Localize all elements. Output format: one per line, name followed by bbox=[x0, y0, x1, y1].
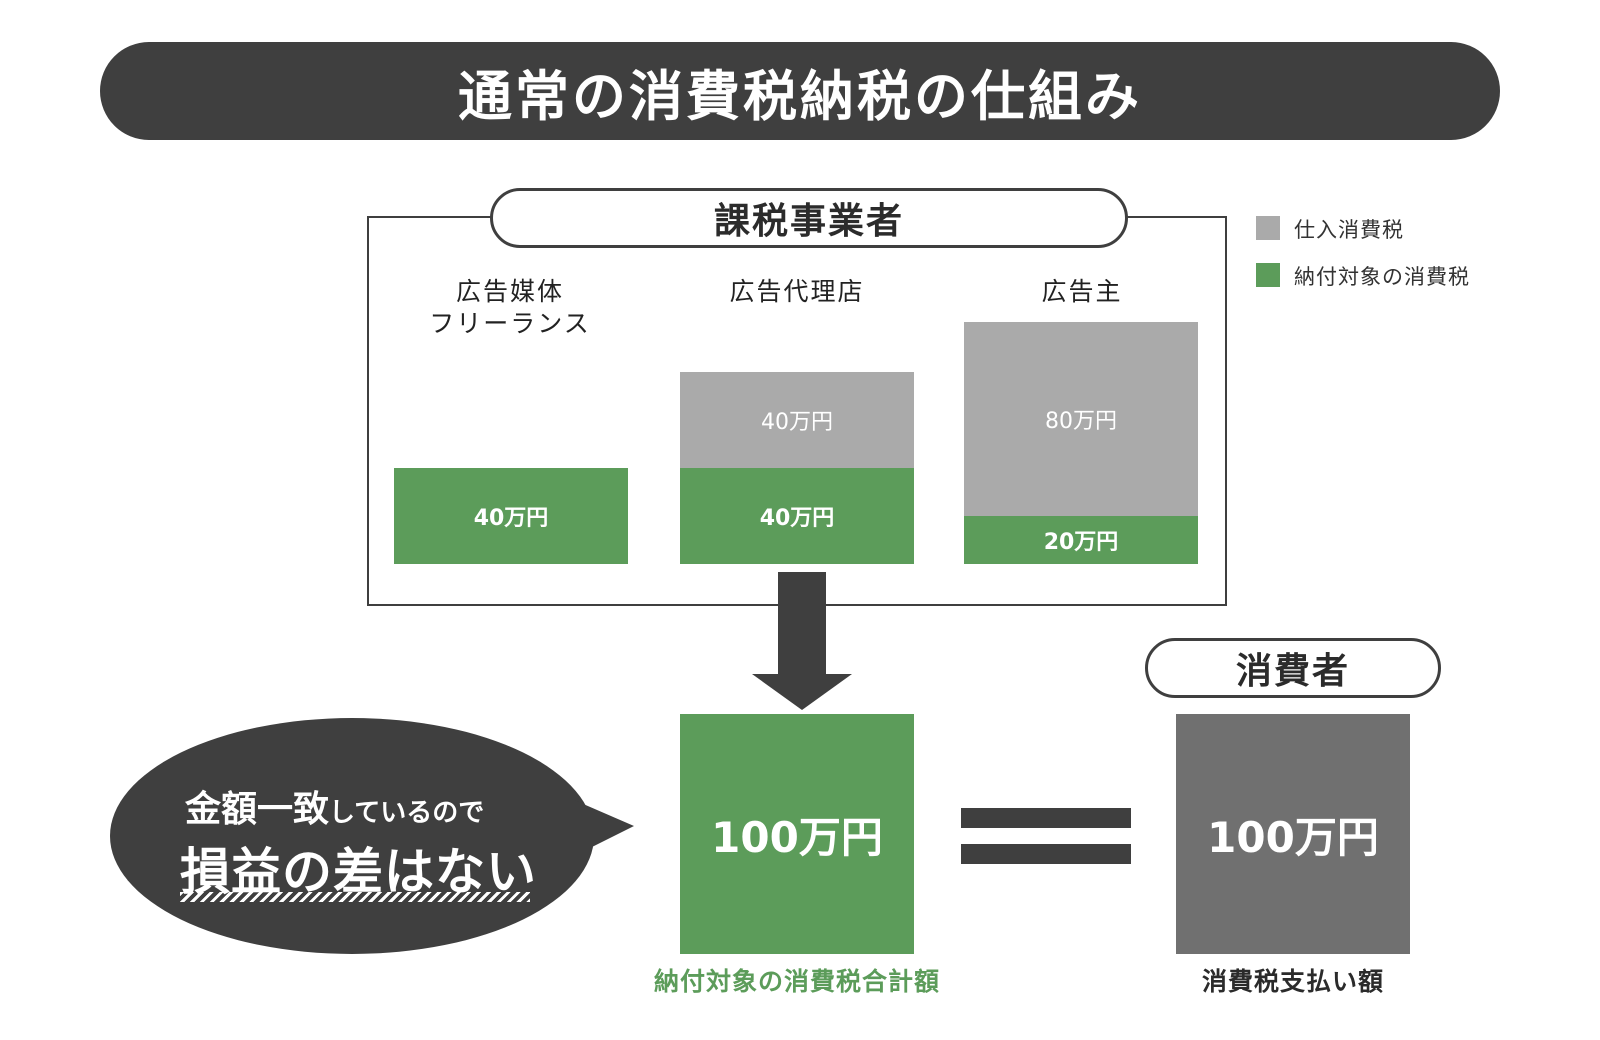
advertiser-green-label: 20万円 bbox=[1043, 530, 1119, 555]
business-header: 課税事業者 bbox=[490, 188, 1128, 248]
bubble-line1: 金額一致しているので bbox=[185, 780, 484, 832]
consumer-payment-amount: 100万円 bbox=[1207, 812, 1379, 862]
consumer-payment-caption: 消費税支払い額 bbox=[1201, 967, 1384, 996]
agency-gray-label: 40万円 bbox=[761, 410, 833, 435]
column-label-media-line2: フリーランス bbox=[429, 309, 591, 338]
column-label-agency-line1: 広告代理店 bbox=[729, 277, 865, 306]
advertiser-gray-bar: 80万円 bbox=[964, 322, 1198, 516]
column-label-agency: 広告代理店 bbox=[680, 276, 914, 308]
agency-green-bar: 40万円 bbox=[680, 468, 914, 564]
bubble-line1-bold: 金額一致 bbox=[185, 789, 330, 830]
consumer-header: 消費者 bbox=[1145, 638, 1441, 698]
column-label-media-line1: 広告媒体 bbox=[455, 277, 564, 306]
column-label-media: 広告媒体 フリーランス bbox=[392, 276, 628, 340]
advertiser-green-bar: 20万円 bbox=[964, 516, 1198, 564]
bubble-line2: 損益の差はない bbox=[180, 843, 537, 901]
title-bar: 通常の消費税納税の仕組み bbox=[100, 42, 1500, 140]
business-header-label: 課税事業者 bbox=[713, 201, 904, 242]
total-payable-caption: 納付対象の消費税合計額 bbox=[653, 967, 940, 996]
bubble-line1-rest: しているので bbox=[329, 798, 485, 828]
total-payable-box: 100万円 bbox=[680, 714, 914, 954]
agency-gray-bar: 40万円 bbox=[680, 372, 914, 468]
page-title: 通常の消費税納税の仕組み bbox=[458, 64, 1142, 128]
advertiser-gray-label: 80万円 bbox=[1045, 409, 1117, 434]
legend-label-payable-tax: 納付対象の消費税 bbox=[1294, 265, 1470, 289]
down-arrow-icon bbox=[752, 572, 852, 710]
consumer-payment-box: 100万円 bbox=[1176, 714, 1410, 954]
agency-green-label: 40万円 bbox=[759, 506, 835, 531]
media-green-label: 40万円 bbox=[473, 506, 549, 531]
column-label-advertiser-line1: 広告主 bbox=[1041, 277, 1123, 306]
consumer-header-label: 消費者 bbox=[1235, 651, 1350, 692]
equals-icon bbox=[961, 808, 1131, 864]
legend-swatch-payable-tax bbox=[1256, 263, 1280, 287]
bubble-hatch-underline bbox=[180, 892, 530, 902]
total-payable-amount: 100万円 bbox=[711, 812, 883, 862]
column-label-advertiser: 広告主 bbox=[964, 276, 1200, 308]
legend-label-purchase-tax: 仕入消費税 bbox=[1294, 218, 1404, 242]
media-green-bar: 40万円 bbox=[394, 468, 628, 564]
legend-swatch-purchase-tax bbox=[1256, 216, 1280, 240]
